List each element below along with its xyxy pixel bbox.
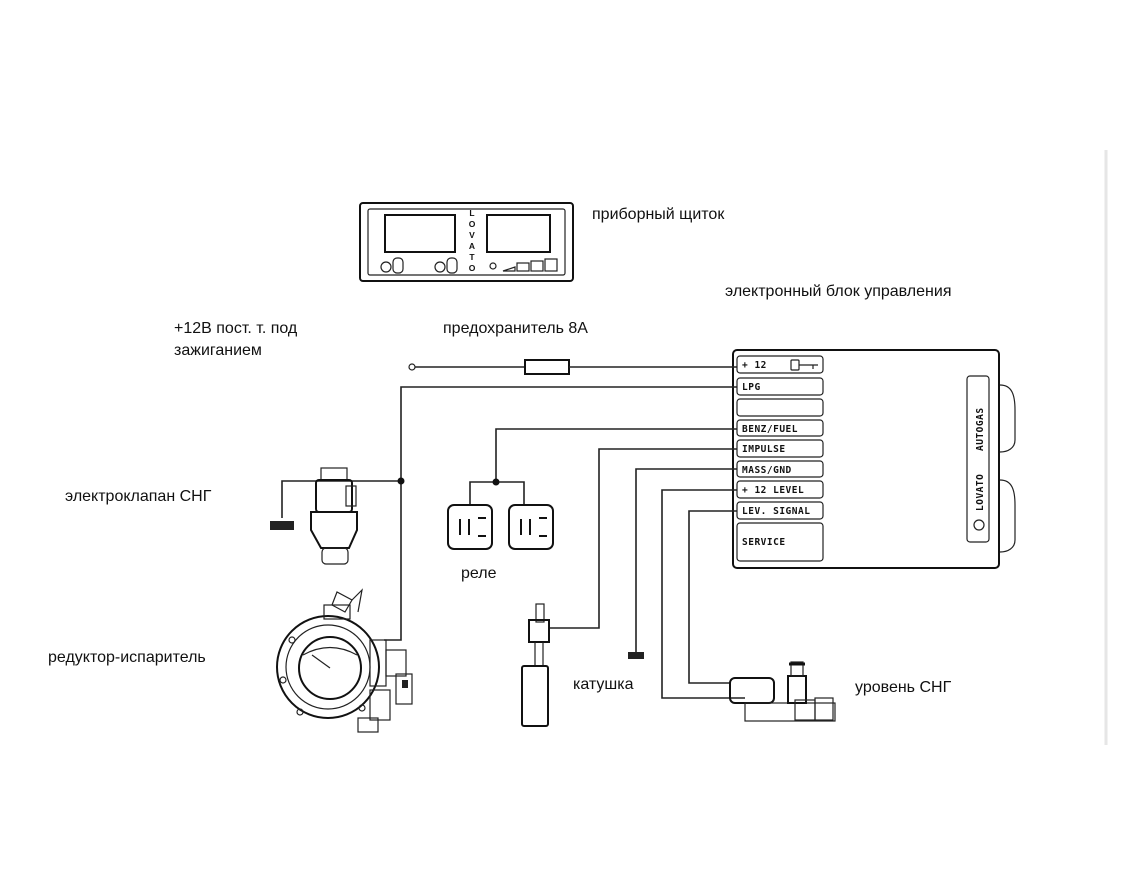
ecu-pin-box <box>736 355 824 374</box>
reducer-vaporizer <box>276 588 413 733</box>
dashboard-brand-letter: V <box>469 230 475 240</box>
ignition-key-icon <box>790 359 818 371</box>
dashboard-brand-letter: O <box>469 219 476 229</box>
dashboard-brand-letter: A <box>469 241 475 251</box>
ecu-brand-text: LOVATO <box>975 474 986 511</box>
power-terminal <box>408 363 416 371</box>
power-label: +12В пост. т. под <box>174 320 298 337</box>
dashboard-brand-letter: O <box>469 263 476 273</box>
ground-icon <box>270 521 294 530</box>
reducer-label: редуктор-испаритель <box>48 649 206 666</box>
dashboard-brand: L O V A T O <box>469 208 476 273</box>
ecu-pin-label: + 12 LEVEL <box>742 485 804 496</box>
ecu-pin-label: BENZ/FUEL <box>742 424 798 435</box>
ecu-pin-label: LPG <box>742 382 761 393</box>
ignition-coil <box>521 603 550 727</box>
relay-label: реле <box>461 565 497 582</box>
ecu-unit: LOVATO AUTOGAS + 12 LPG BENZ/FUEL IMPULS… <box>732 349 1016 569</box>
relay-2 <box>508 504 554 550</box>
lpg-solenoid-valve <box>270 467 358 565</box>
fuse-label: предохранитель 8А <box>443 320 588 337</box>
ecu-model-text: AUTOGAS <box>975 407 986 451</box>
junction-dot <box>397 477 405 485</box>
ecu-brand-plate <box>966 375 990 543</box>
labels: приборный щиток электронный блок управле… <box>48 206 952 696</box>
ecu-pin-label: LEV. SIGNAL <box>742 506 810 517</box>
ecu-pin-box <box>736 522 824 562</box>
ecu-brand: LOVATO AUTOGAS <box>973 407 986 531</box>
ecu-label: электронный блок управления <box>725 283 951 300</box>
level-label: уровень СНГ <box>855 679 952 696</box>
junction-dot <box>492 478 500 486</box>
ecu-pin-box <box>736 419 824 437</box>
wires <box>281 359 745 699</box>
ecu-pin-box <box>736 398 824 417</box>
power-label-line2: зажиганием <box>174 342 262 359</box>
ecu-pin-label: IMPULSE <box>742 444 786 455</box>
lpg-level-sensor <box>729 661 836 722</box>
coil-label: катушка <box>573 676 634 693</box>
ecu-pin-list: + 12 LPG BENZ/FUEL IMPULSE MASS/GND + 12… <box>736 355 824 562</box>
dashboard-panel: L O V A T O <box>359 202 574 282</box>
dashboard-level-leds <box>502 258 558 272</box>
ground-icon <box>628 652 644 659</box>
dashboard-brand-letter: T <box>469 252 475 262</box>
ecu-pin-label: SERVICE <box>742 537 786 548</box>
relay-1 <box>447 504 493 550</box>
ecu-pin-label: MASS/GND <box>742 465 792 476</box>
ecu-pin-label: + 12 <box>742 360 767 371</box>
dashboard-brand-letter: L <box>469 208 474 218</box>
valve-label: электроклапан СНГ <box>65 488 212 505</box>
dashboard-label: приборный щиток <box>592 206 725 223</box>
fuse-icon <box>524 359 570 375</box>
